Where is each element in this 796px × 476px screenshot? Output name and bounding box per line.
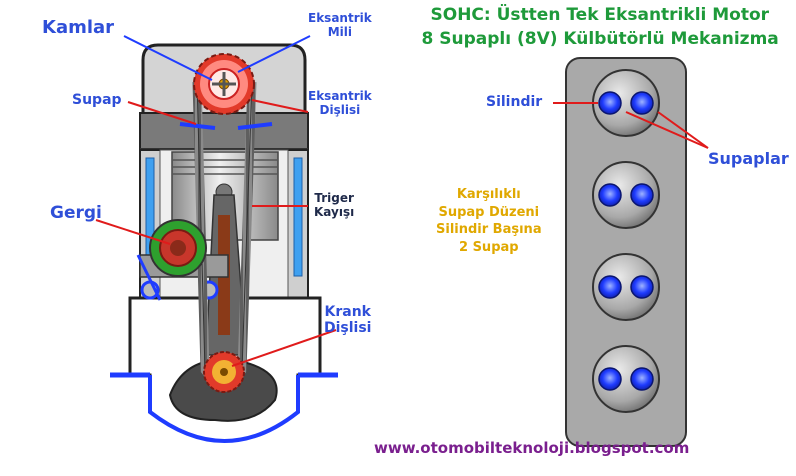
valve-1-2 — [630, 91, 654, 115]
label-eksantrik-mili: Eksantrik Mili — [308, 11, 372, 40]
pointer-supaplar-2 — [657, 111, 709, 149]
pointer-krank — [231, 329, 337, 367]
label-krank-line1: Krank — [324, 304, 371, 320]
website-link[interactable]: www.otomobilteknoloji.blogspot.com — [374, 439, 690, 457]
label-eksantrik-dislisi-line2: Dişlisi — [319, 102, 361, 117]
valve-2-1 — [598, 183, 622, 207]
label-eksantrik-mili-line2: Mili — [327, 24, 352, 39]
coolant-jacket-right — [293, 157, 303, 277]
label-triger-line2: Kayışı — [314, 204, 355, 219]
title-line-2: 8 Supaplı (8V) Külbütörlü Mekanizma — [421, 29, 779, 49]
tensioner-pulley — [149, 219, 207, 277]
valve-1-1 — [598, 91, 622, 115]
pointer-supap — [127, 101, 197, 125]
label-supaplar: Supaplar — [708, 149, 789, 168]
label-eksantrik-mili-line1: Eksantrik — [308, 11, 372, 25]
note-line-3: Silindir Başına — [436, 222, 542, 238]
label-krank-line2: Dişlisi — [324, 320, 372, 337]
label-eksantrik-dislisi: Eksantrik Dişlisi — [308, 89, 372, 118]
valve-layout-note: Karşılıklı Supap Düzeni Silindir Başına … — [436, 186, 542, 256]
head-plate — [565, 57, 687, 447]
label-triger-kayisi: Triger Kayışı — [314, 191, 355, 220]
label-kamlar: Kamlar — [42, 17, 115, 38]
label-krank-dislisi: Krank Dişlisi — [324, 304, 371, 336]
valve-4-1 — [598, 367, 622, 391]
cylinder-4 — [592, 345, 660, 413]
pointer-kamlar — [123, 35, 213, 81]
note-line-4: 2 Supap — [459, 239, 519, 255]
label-triger-line1: Triger — [314, 191, 354, 205]
valve-rockers — [179, 122, 273, 130]
pointer-gergi — [95, 219, 171, 245]
label-gergi: Gergi — [50, 203, 102, 223]
label-supap: Supap — [72, 92, 122, 108]
label-silindir: Silindir — [486, 94, 543, 110]
crankshaft-gear — [203, 351, 245, 393]
engine-cross-section — [110, 43, 338, 443]
title-line-1: SOHC: Üstten Tek Eksantrikli Motor — [430, 5, 770, 25]
cylinder-head — [139, 112, 309, 152]
label-eksantrik-dislisi-line1: Eksantrik — [308, 89, 372, 103]
head-plan-view — [553, 57, 709, 447]
note-line-2: Supap Düzeni — [438, 204, 540, 220]
cylinder-2 — [592, 161, 660, 229]
pointer-eksantrik-dislisi — [251, 99, 309, 113]
valve-4-2 — [630, 367, 654, 391]
pointer-supaplar-1 — [625, 111, 709, 149]
valve-3-1 — [598, 275, 622, 299]
valve-2-2 — [630, 183, 654, 207]
pointer-lines — [95, 35, 337, 367]
valve-3-2 — [630, 275, 654, 299]
note-line-1: Karşılıklı — [456, 187, 521, 202]
camshaft-gear — [193, 53, 255, 115]
cylinder-3 — [592, 253, 660, 321]
pointer-eksantrik-mili — [237, 35, 311, 73]
